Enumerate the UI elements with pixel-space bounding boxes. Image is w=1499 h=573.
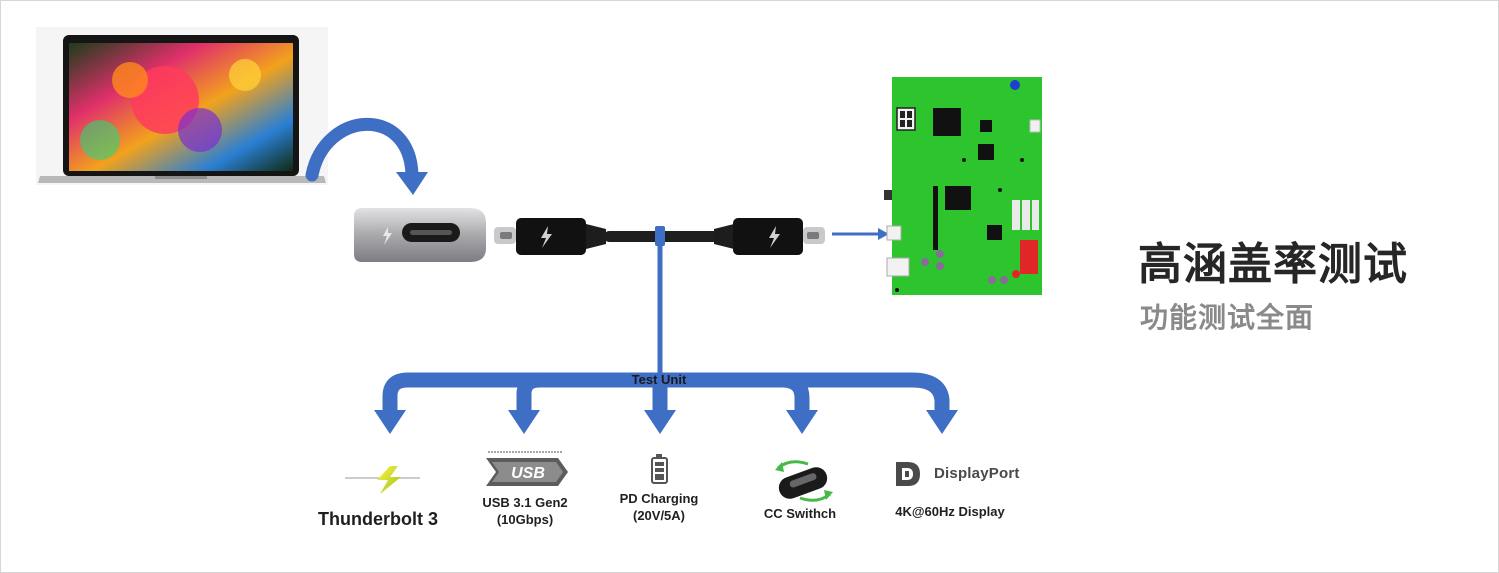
thunderbolt-logo-icon xyxy=(345,466,420,494)
arrow-head-usb xyxy=(508,410,540,434)
headline-title: 高涵盖率测试 xyxy=(1138,239,1408,290)
displayport-logo-icon xyxy=(896,462,920,486)
arrow-head-pd xyxy=(644,410,676,434)
battery-icon xyxy=(651,454,668,484)
cc-switch-icon xyxy=(775,460,833,502)
headline-subtitle: 功能测试全面 xyxy=(1140,301,1315,334)
feature-label-display: 4K@60Hz Display xyxy=(895,504,1005,519)
thunderbolt-cable-icon xyxy=(494,218,825,255)
test-board-icon xyxy=(884,77,1042,295)
feature-label-usb: USB 3.1 Gen2 (10Gbps) xyxy=(482,495,568,527)
feature-label-pd: PD Charging (20V/5A) xyxy=(619,491,699,523)
arrow-head-cc xyxy=(786,410,818,434)
usb-logo-icon: USB xyxy=(486,451,568,486)
arrow-head-dp xyxy=(926,410,958,434)
arrow-head-thunderbolt xyxy=(374,410,406,434)
test-unit-arrows xyxy=(382,232,950,412)
feature-label-cc: CC Swithch xyxy=(763,506,837,521)
arrow-to-board-icon xyxy=(832,228,889,240)
laptop-icon xyxy=(36,27,328,185)
displayport-logo-text: DisplayPort xyxy=(934,465,1020,482)
test-unit-label: Test Unit xyxy=(632,372,687,387)
thunderbolt-port-icon xyxy=(354,208,486,262)
usb-logo-text: USB xyxy=(511,465,545,482)
feature-label-thunderbolt: Thunderbolt 3 xyxy=(318,509,438,529)
connection-arrow-icon xyxy=(305,117,428,195)
